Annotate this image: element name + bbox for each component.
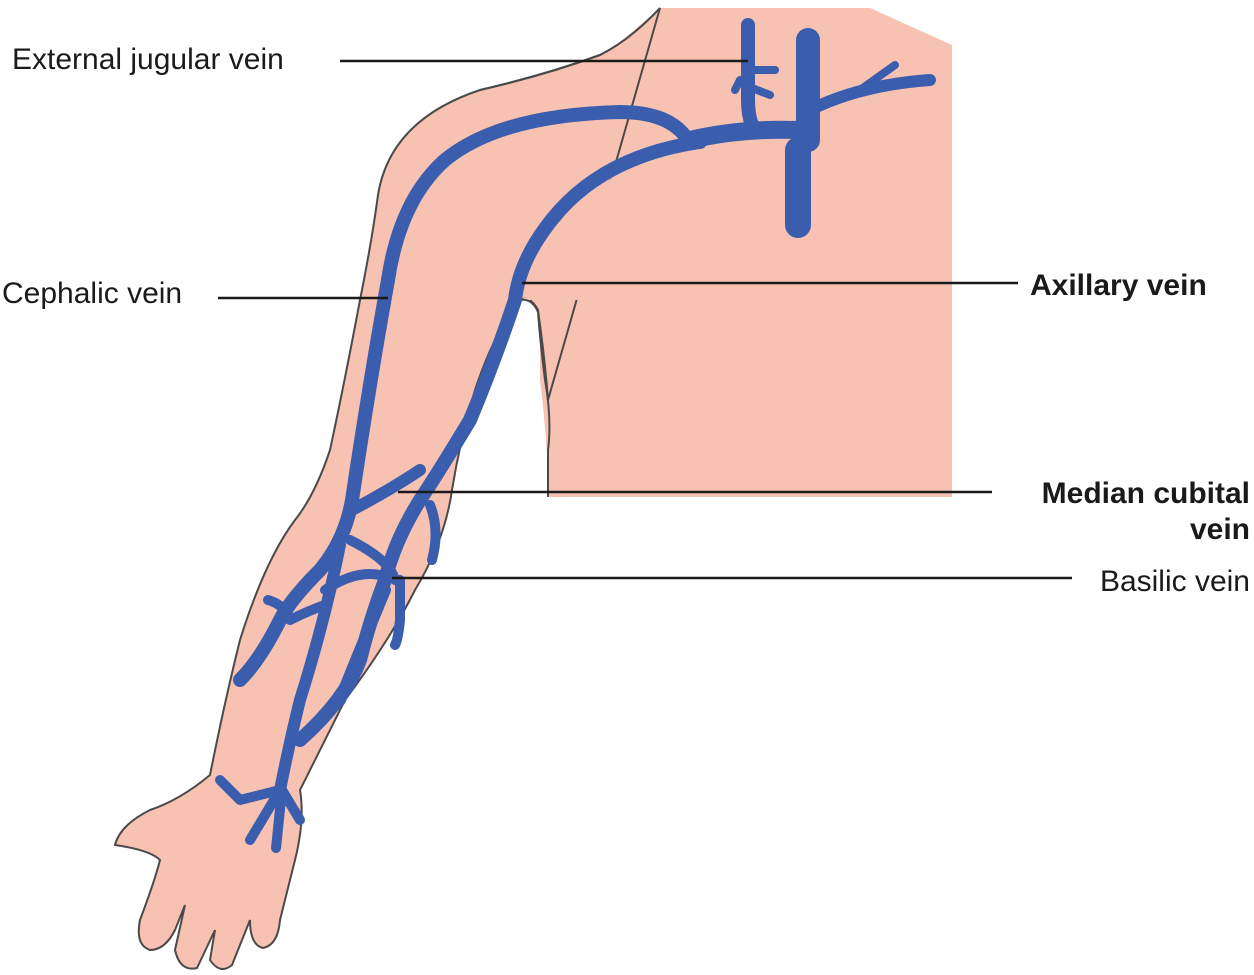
label-basilic-vein: Basilic vein <box>1099 565 1250 598</box>
label-median-cubital-vein: Median cubital vein <box>1000 476 1250 548</box>
leader-lines <box>218 59 1072 580</box>
forearm-vein-5 <box>320 569 385 595</box>
wrist-vein-1 <box>215 775 285 805</box>
wrist-vein-2 <box>245 785 285 845</box>
label-median-cubital-line2: vein <box>1189 513 1250 546</box>
label-median-cubital-line1: Median cubital <box>1041 477 1250 510</box>
forearm-side-vein <box>263 595 330 625</box>
forearm-vein-3 <box>390 575 405 650</box>
label-cephalic-vein: Cephalic vein <box>2 277 183 310</box>
wrist-vein-3 <box>271 785 287 853</box>
label-axillary-vein: Axillary vein <box>1030 269 1207 302</box>
jugular-branch-2 <box>856 61 899 94</box>
armpit-edge <box>519 298 551 497</box>
label-external-jugular-vein: External jugular vein <box>12 43 284 76</box>
external-jugular-vein <box>741 18 759 132</box>
jugular-side-branch-2 <box>748 84 774 99</box>
forearm-vein-2 <box>334 584 391 706</box>
jugular-side-branch-3 <box>731 76 744 94</box>
armpit <box>520 160 952 300</box>
brachiocephalic-junction <box>681 120 807 149</box>
median-cubital-vein-path <box>346 464 426 516</box>
veins <box>215 18 936 853</box>
shoulder-line <box>479 7 661 91</box>
wrist-vein-4 <box>277 785 305 825</box>
forearm-ulnar-vein <box>425 500 441 565</box>
cephalic-vein-path <box>233 105 695 687</box>
forearm-vein-4 <box>345 535 400 585</box>
